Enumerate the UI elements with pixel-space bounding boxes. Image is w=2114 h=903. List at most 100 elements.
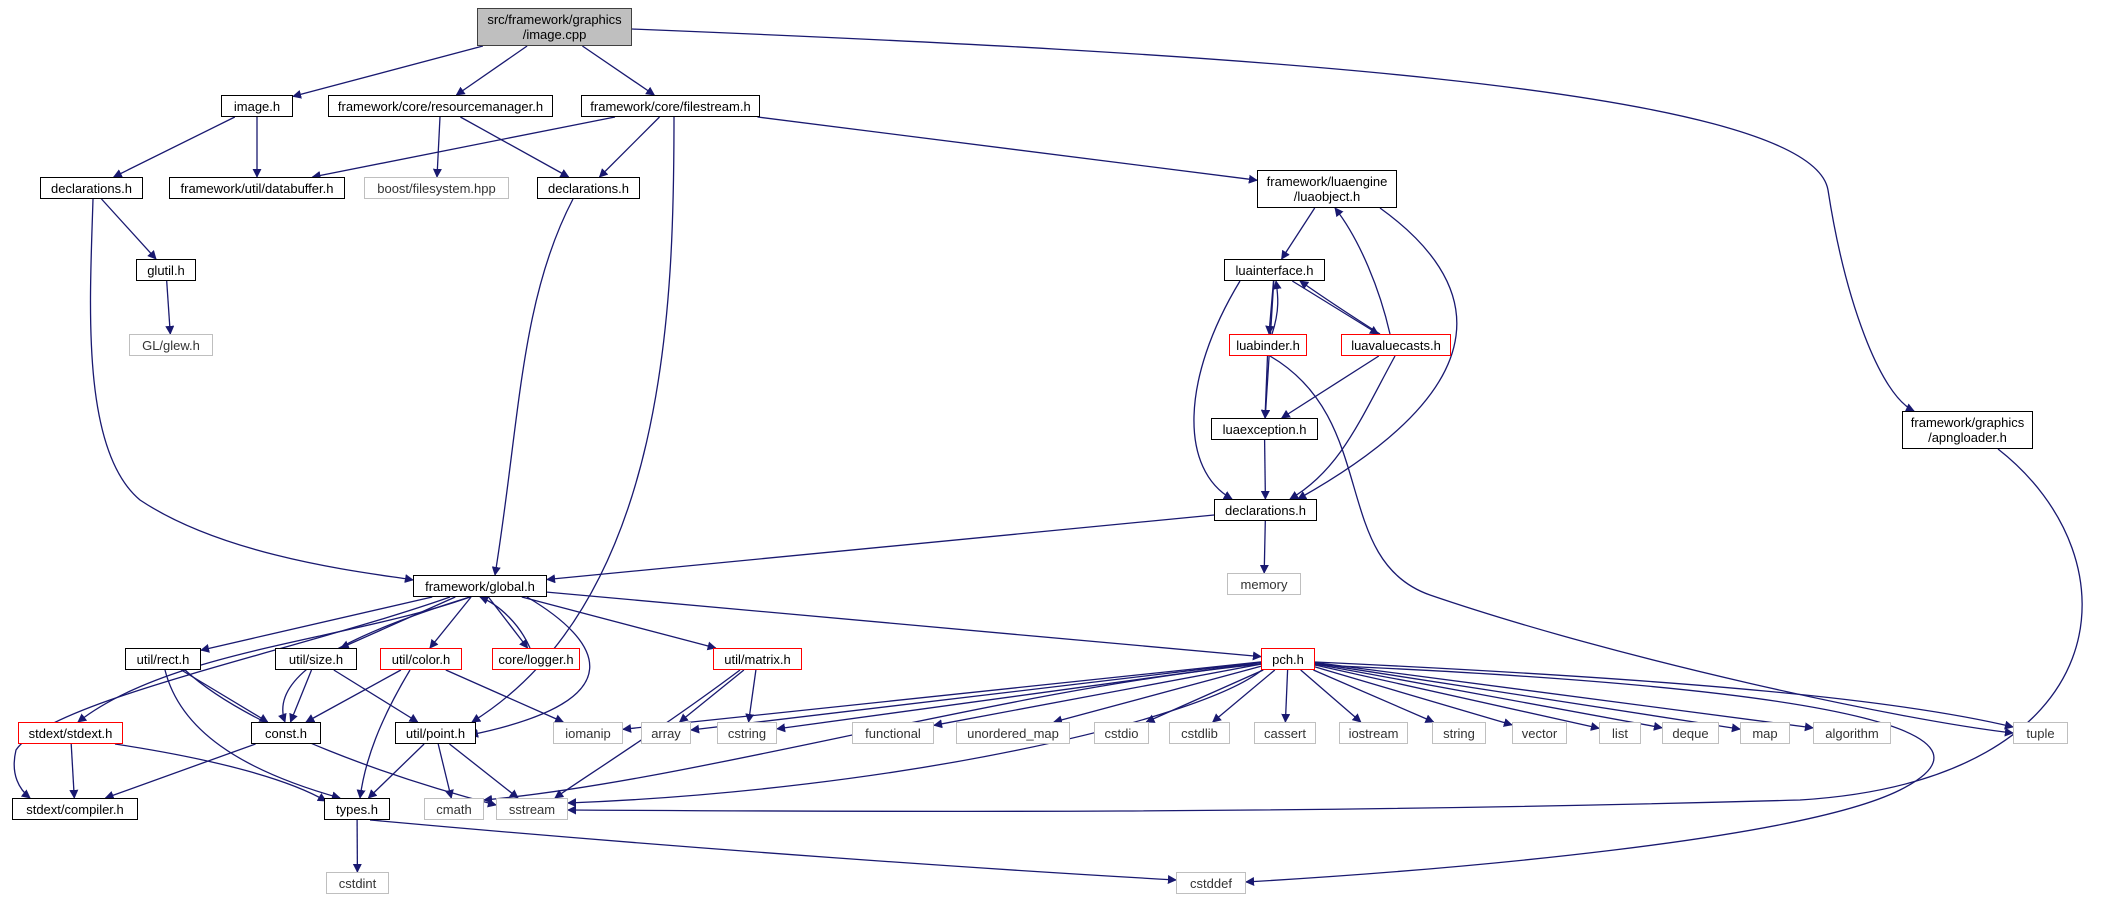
node-point[interactable]: util/point.h	[395, 722, 476, 744]
node-sstream: sstream	[496, 798, 568, 820]
node-luavaluecasts[interactable]: luavaluecasts.h	[1341, 334, 1451, 356]
node-iomanip: iomanip	[553, 722, 623, 744]
edge-pch-to-tuple	[1314, 661, 2014, 730]
node-apngloader[interactable]: framework/graphics /apngloader.h	[1902, 411, 2033, 449]
edge-decl_l-to-global	[546, 514, 1215, 584]
edge-root-to-apngloader	[631, 28, 1915, 412]
edge-point-to-sstream	[449, 743, 519, 799]
edge-pch-to-vector	[1314, 666, 1513, 727]
edge-resmgr-to-decl_c	[460, 116, 570, 178]
node-cstdint: cstdint	[326, 872, 389, 894]
node-deque: deque	[1662, 722, 1719, 744]
edge-decl_g-to-global	[89, 198, 414, 583]
edge-color-to-iomanip	[445, 669, 565, 723]
node-resmgr[interactable]: framework/core/resourcemanager.h	[328, 95, 553, 117]
node-compiler[interactable]: stdext/compiler.h	[12, 798, 138, 820]
edge-global-to-matrix	[521, 596, 717, 651]
edge-color-to-const	[305, 669, 402, 723]
edge-size-to-point	[333, 669, 419, 723]
edge-apngloader-to-sstream	[567, 448, 2083, 815]
node-vector: vector	[1512, 722, 1567, 744]
edge-image_h-to-decl_g	[112, 116, 236, 178]
edge-filestream-to-decl_c	[598, 116, 660, 178]
node-color[interactable]: util/color.h	[380, 648, 462, 670]
node-cstring: cstring	[717, 722, 777, 744]
edge-luabinder-to-luaexception	[1260, 355, 1270, 419]
node-size[interactable]: util/size.h	[275, 648, 357, 670]
edge-pch-to-array	[690, 661, 1262, 734]
node-filestream[interactable]: framework/core/filestream.h	[581, 95, 760, 117]
edge-pch-to-cassert	[1281, 669, 1291, 723]
edge-pch-to-iostream	[1300, 669, 1362, 723]
edge-luabinder-to-luainterface	[1271, 280, 1282, 335]
edge-pch-to-unordered_map	[1053, 665, 1262, 725]
node-matrix[interactable]: util/matrix.h	[713, 648, 802, 670]
edge-luavaluecasts-to-luainterface	[1299, 280, 1381, 335]
edge-pch-to-cstdlib	[1212, 669, 1276, 723]
edge-global-to-rect	[200, 596, 433, 653]
edge-global-to-pch	[546, 591, 1262, 661]
node-luaobject[interactable]: framework/luaengine /luaobject.h	[1257, 170, 1397, 208]
edge-stdext-to-types	[114, 743, 327, 802]
node-cstddef: cstddef	[1176, 872, 1246, 894]
edge-pch-to-cstdio	[1145, 669, 1264, 723]
edge-matrix-to-cstring	[745, 669, 757, 723]
node-databuffer[interactable]: framework/util/databuffer.h	[169, 177, 345, 199]
edge-luavaluecasts-to-decl_l	[1289, 355, 1396, 500]
node-rect[interactable]: util/rect.h	[125, 648, 201, 670]
node-stdext[interactable]: stdext/stdext.h	[18, 722, 123, 744]
edge-root-to-resmgr	[455, 45, 528, 96]
node-glutil[interactable]: glutil.h	[136, 259, 196, 281]
edge-luaobject-to-decl_l	[1297, 207, 1458, 500]
node-iostream: iostream	[1339, 722, 1408, 744]
node-functional: functional	[852, 722, 934, 744]
node-types[interactable]: types.h	[324, 798, 390, 820]
edge-pch-to-sstream	[567, 669, 1263, 808]
edge-const-to-compiler	[104, 743, 256, 800]
edge-root-to-filestream	[582, 45, 656, 96]
node-unordered-map: unordered_map	[956, 722, 1070, 744]
node-decl-c[interactable]: declarations.h	[537, 177, 640, 199]
node-cstdio: cstdio	[1094, 722, 1149, 744]
edge-filestream-to-luaobject	[757, 116, 1258, 184]
node-root[interactable]: src/framework/graphics /image.cpp	[477, 8, 632, 46]
node-list: list	[1599, 722, 1641, 744]
node-global[interactable]: framework/global.h	[413, 575, 547, 597]
node-luainterface[interactable]: luainterface.h	[1224, 259, 1325, 281]
edge-matrix-to-array	[678, 669, 745, 723]
node-decl-l[interactable]: declarations.h	[1214, 499, 1317, 521]
node-pch[interactable]: pch.h	[1261, 648, 1315, 670]
node-memory: memory	[1227, 573, 1301, 595]
edge-pch-to-iomanip	[622, 661, 1262, 733]
edge-stdext-to-compiler	[69, 743, 79, 799]
edge-pch-to-algorithm	[1314, 661, 1814, 732]
edge-color-to-types	[356, 669, 411, 799]
node-glew: GL/glew.h	[129, 334, 213, 356]
edge-pch-to-deque	[1314, 663, 1663, 731]
edge-size-to-const	[289, 669, 313, 723]
edge-pch-to-map	[1314, 662, 1741, 733]
node-tuple: tuple	[2013, 722, 2068, 744]
node-cstdlib: cstdlib	[1169, 722, 1230, 744]
edge-pch-to-functional	[933, 663, 1262, 729]
edge-glutil-to-glew	[165, 280, 175, 335]
node-luaexception[interactable]: luaexception.h	[1211, 418, 1318, 440]
edge-rect-to-sstream	[184, 669, 497, 808]
node-decl-g[interactable]: declarations.h	[40, 177, 143, 199]
node-luabinder[interactable]: luabinder.h	[1229, 334, 1307, 356]
edge-luainterface-to-decl_l	[1193, 280, 1241, 500]
edge-decl_l-to-memory	[1259, 520, 1269, 574]
node-const[interactable]: const.h	[251, 722, 321, 744]
edge-global-to-compiler	[13, 596, 451, 799]
edge-point-to-cmath	[437, 743, 454, 799]
edge-decl_c-to-global	[491, 198, 574, 576]
edge-types-to-cstddef	[369, 819, 1177, 885]
edge-luaobject-to-luainterface	[1281, 207, 1316, 260]
node-logger[interactable]: core/logger.h	[492, 648, 580, 670]
node-image-h[interactable]: image.h	[221, 95, 293, 117]
node-array: array	[641, 722, 691, 744]
edge-logger-to-global	[479, 595, 531, 649]
edge-luainterface-to-luavaluecasts	[1291, 280, 1379, 335]
